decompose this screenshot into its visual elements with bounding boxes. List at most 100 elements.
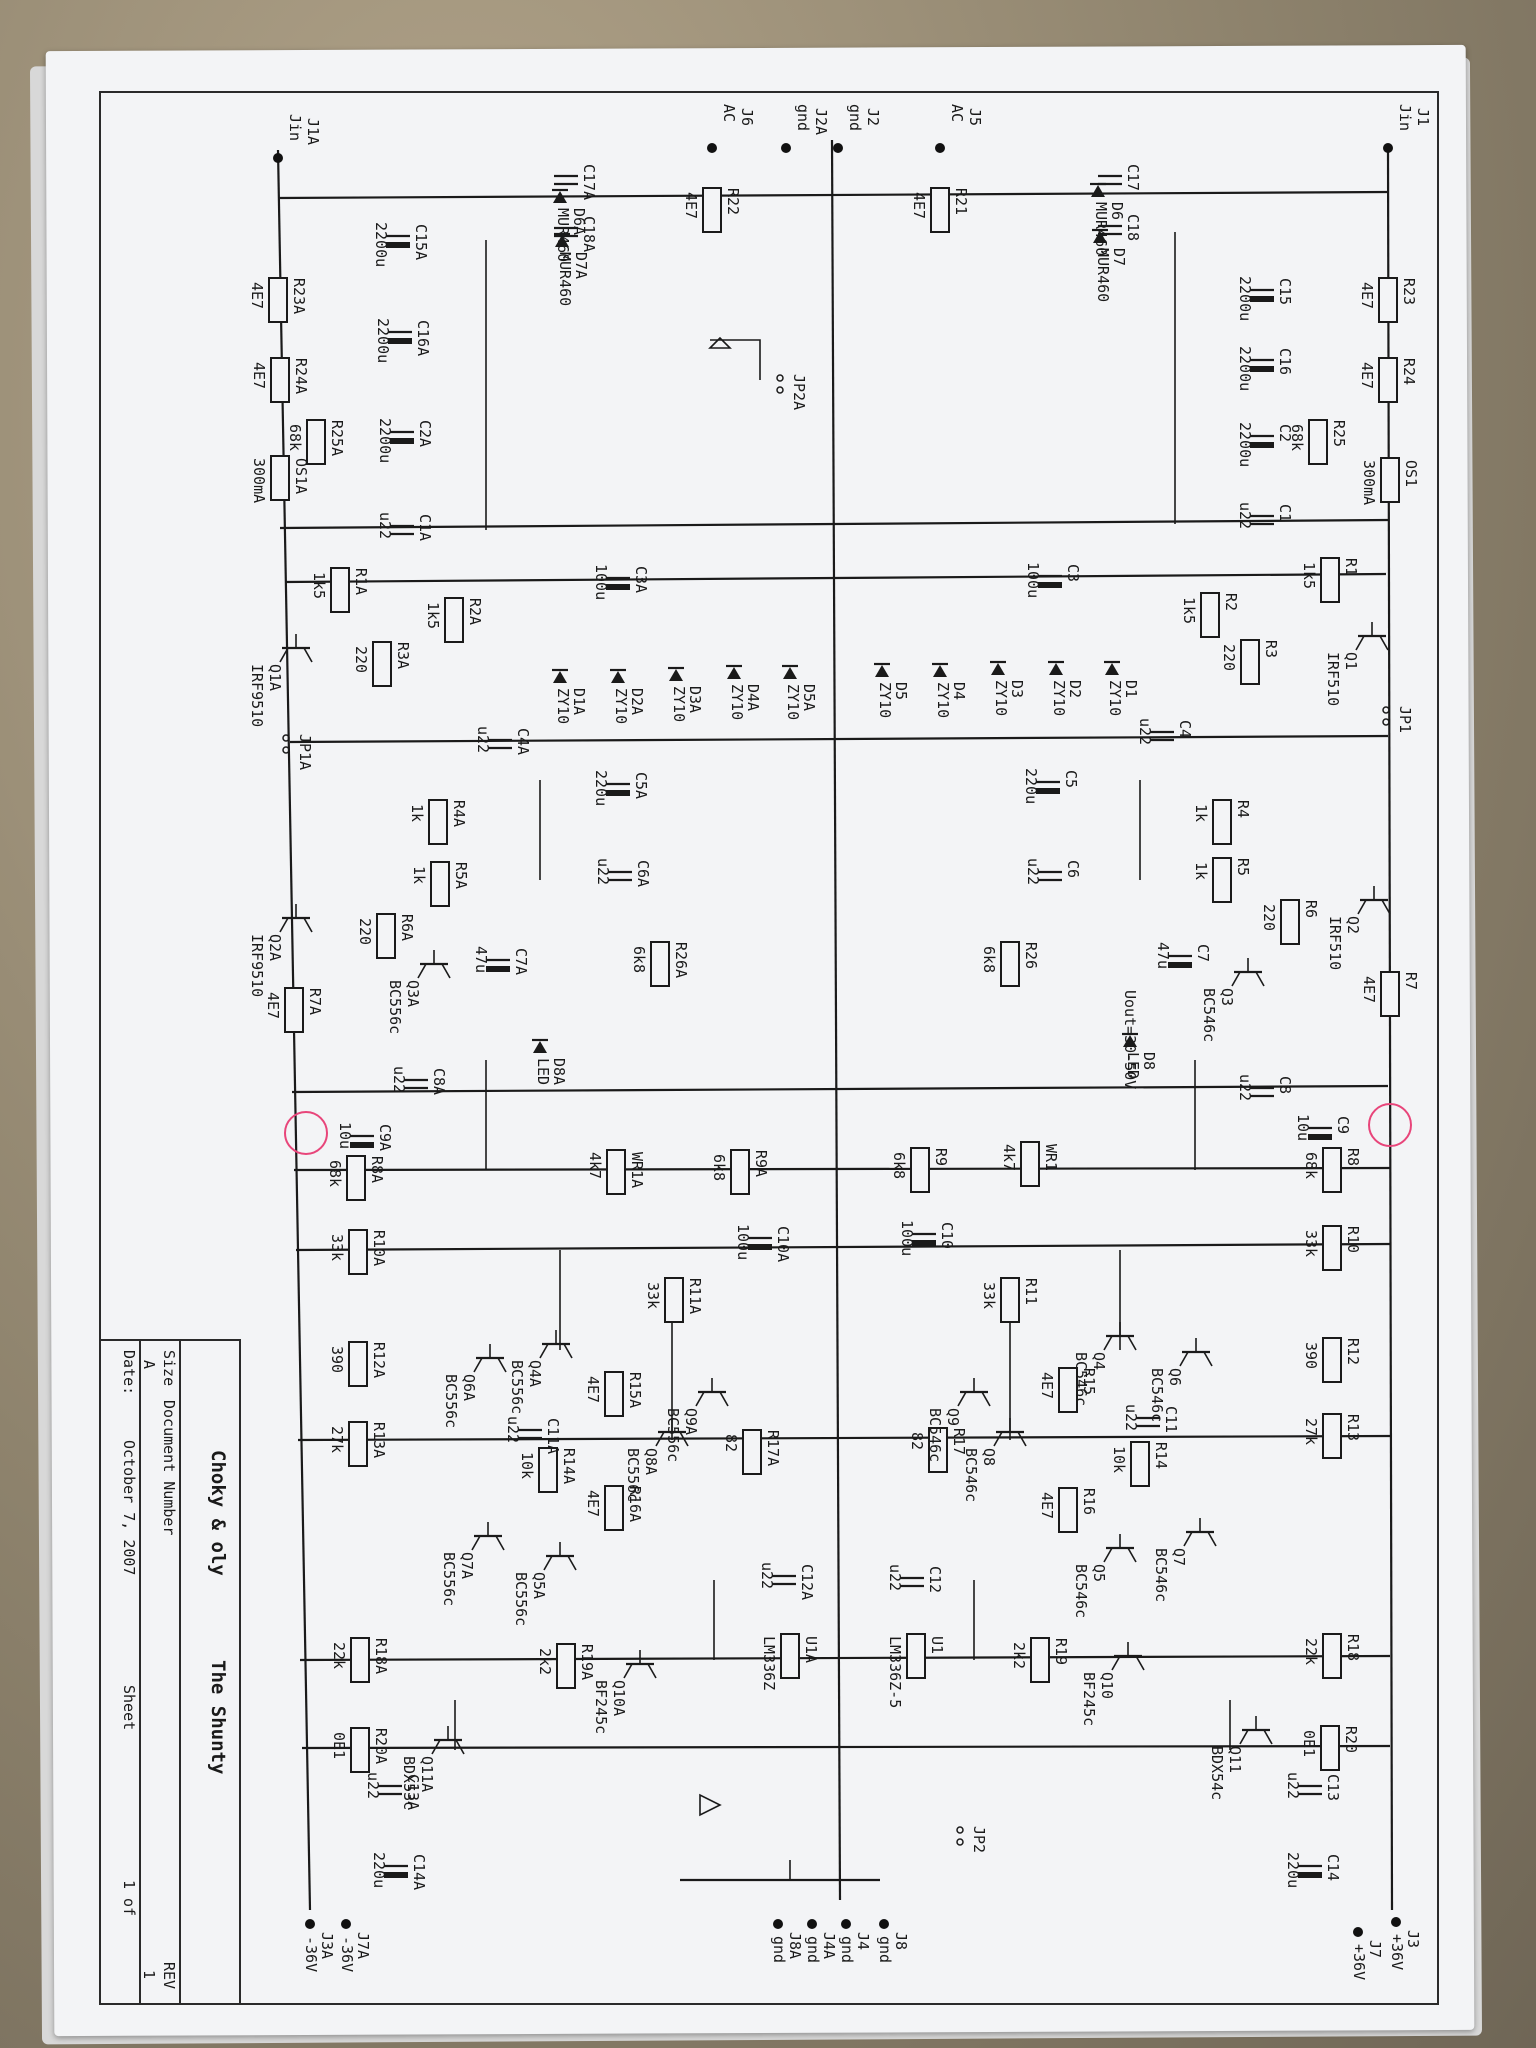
ref-c1-group: C1 [1276,504,1294,522]
diffpair-line [297,1434,1391,1442]
capacitor-c4a [488,738,512,750]
ref-jp2a-group: JP2A [790,374,808,410]
val-q10a-group: BF245c [592,1680,610,1734]
val-c6a-group: u22 [594,858,612,885]
transistor-q10a [623,1650,657,1679]
ref-r13: R13 [1344,1414,1362,1441]
ref-q11a: Q11A [418,1756,436,1792]
ref-r11a-group: R11A [686,1278,704,1314]
val-q2: IRF510 [1326,916,1344,970]
sig-j7: +36V [1350,1944,1368,1980]
ref-r9a: R9A [752,1150,770,1177]
val-d4a: ZY10 [728,684,746,720]
val-c14a-group: 220u [370,1852,388,1888]
ref-r4-group: R4 [1234,800,1252,818]
transistor-q3 [1231,958,1265,987]
val-r12-group: 390 [1302,1342,1320,1369]
val-c10-group: 100u [898,1220,916,1256]
capacitor-c15a [386,234,410,248]
size-label: Size [160,1350,178,1386]
val-q6-group: BC546c [1148,1368,1166,1422]
ref-c9-group: C9 [1334,1116,1352,1134]
resistor-r4 [1212,799,1232,845]
sig-j2a: gnd [794,104,812,131]
val-q1: IRF510 [1324,652,1342,706]
connector-j3a [305,1919,315,1929]
val-d7a: MUR460 [556,252,574,306]
val-c10a: 100u [734,1224,752,1260]
val-c5-group: 220u [1022,768,1040,804]
ref-d8: D8 [1140,1052,1158,1070]
ref-j1a: J1A [304,118,322,145]
val-q9: BC546c [926,1408,944,1462]
ref-c10a-group: C10A [774,1226,792,1262]
val-q8a: BC556c [624,1448,642,1502]
ref-q7a-group: Q7A [458,1552,476,1579]
ref-r20a: R20A [372,1728,390,1764]
transistor-q3a [417,950,451,979]
title-author-group: Choky & oly [207,1450,229,1576]
resistor-r2a [444,597,464,643]
ref-c7: C7 [1194,944,1212,962]
val-r26a: 6k8 [630,946,648,973]
val-r6a-group: 220 [356,918,374,945]
ref-r3-group: R3 [1262,640,1280,658]
val-d3a: ZY10 [670,686,688,722]
val-os1a-group: 300mA [250,458,268,503]
val-q3a-group: BC556c [386,980,404,1034]
val-r20a: 0E1 [330,1732,348,1759]
val-r14a-group: 10k [518,1452,536,1479]
val-d4: ZY10 [934,682,952,718]
capacitor-c10a [748,1236,772,1250]
val-r23a-group: 4E7 [248,282,266,309]
capacitor-c7a [486,958,510,972]
connector-j4 [841,1919,851,1929]
ref-q2: Q2 [1344,916,1362,934]
val-r11a-group: 33k [644,1282,662,1309]
capacitor-c5 [1036,780,1060,794]
val-d2-group: ZY10 [1050,680,1068,716]
ref-j7: J7 [1366,1940,1384,1958]
ref-r9-group: R9 [932,1148,950,1166]
sig-j7a: -36V [338,1936,356,1972]
highlight-circle-right [1368,1103,1412,1147]
ref-jp1-group: JP1 [1396,706,1414,733]
val-q11-group: BDX54c [1208,1746,1226,1800]
ref-c14-group: C14 [1324,1854,1342,1881]
size-value-group: A [140,1360,158,1369]
val-d1a: ZY10 [554,688,572,724]
val-r6-group: 220 [1260,904,1278,931]
transistor-q4a [539,1330,573,1359]
ref-d8a: D8A [550,1058,568,1085]
val-c1-group: u22 [1236,502,1254,529]
sig-j7-group: +36V [1350,1944,1368,1980]
val-q9-group: BC546c [926,1408,944,1462]
ref-d8a-group: D8A [550,1058,568,1085]
resistor-r22 [702,187,722,233]
val-q7a: BC556c [440,1552,458,1606]
ref-j4a: J4A [820,1932,838,1959]
capacitor-c6a [608,870,632,882]
capacitor-c16a [388,330,412,344]
ref-q6a-group: Q6A [460,1374,478,1401]
ref-c9a: C9A [376,1124,394,1151]
resistor-r11a [664,1277,684,1323]
ref-d7a-group: D7A [572,252,590,279]
val-c10: 100u [898,1220,916,1256]
ref-r10a-group: R10A [370,1230,388,1266]
val-r13a-group: 27k [328,1426,346,1453]
resistor-r1 [1320,557,1340,603]
ref-r25-group: R25 [1330,420,1348,447]
ref-d6: D6 [1108,202,1126,220]
val-r16: 4E7 [1038,1492,1056,1519]
ref-r14-group: R14 [1152,1442,1170,1469]
date-label-group: Date: [120,1350,138,1395]
ref-r8-group: R8 [1344,1148,1362,1166]
val-r26a-group: 6k8 [630,946,648,973]
ref-d4a: D4A [744,684,762,711]
connector-j3 [1391,1917,1401,1927]
val-r20-group: 0E1 [1300,1730,1318,1757]
ref-r26a: R26A [672,942,690,978]
ref-j8a-group: J8A [786,1932,804,1959]
ref-r23-group: R23 [1400,278,1418,305]
